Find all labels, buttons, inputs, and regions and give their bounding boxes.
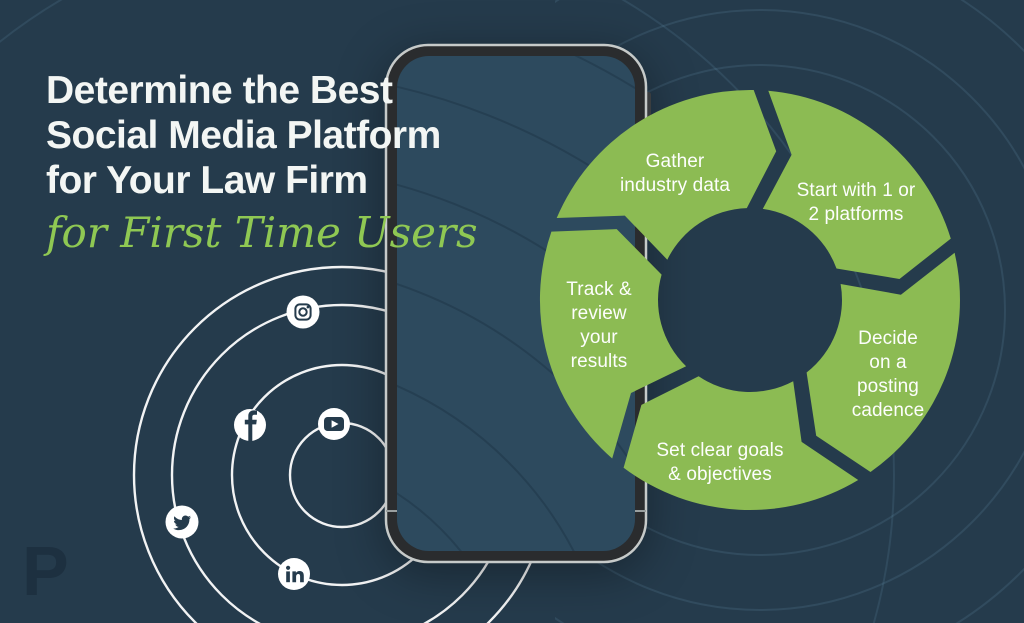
twitter-icon <box>165 505 199 539</box>
page-subtitle: for First Time Users <box>46 208 478 257</box>
step-line: Start with 1 or <box>796 180 916 201</box>
linkedin-icon <box>278 558 310 590</box>
title-line-1: Determine the Best <box>46 69 393 112</box>
cycle-step-label-track: Track & review your results <box>566 278 631 374</box>
ripple-arcs <box>555 0 1024 623</box>
cycle-segment-decide <box>806 252 960 472</box>
title-line-3: for Your Law Firm <box>46 159 368 202</box>
step-line: posting <box>857 376 919 397</box>
step-line: results <box>570 351 628 372</box>
cycle-segment-gather <box>556 89 777 260</box>
step-line: Set clear goals <box>656 440 784 461</box>
phone-screen <box>397 56 635 551</box>
step-line: review <box>571 303 627 324</box>
youtube-icon <box>318 408 350 440</box>
step-line: industry data <box>619 175 731 196</box>
page-title: Determine the Best Social Media Platform… <box>46 68 606 258</box>
cycle-step-label-decide: Decide on a posting cadence <box>852 327 925 423</box>
step-line: Decide <box>858 328 918 349</box>
step-line: & objectives <box>668 464 772 485</box>
cycle-step-label-gather: Gather industry data <box>620 150 730 198</box>
step-line: 2 platforms <box>808 204 904 225</box>
step-line: on a <box>869 352 907 373</box>
facebook-icon <box>234 409 266 441</box>
cycle-step-label-goals: Set clear goals & objectives <box>656 439 783 487</box>
p-logo-watermark: P <box>22 532 69 610</box>
step-line: Track & <box>566 279 632 300</box>
cycle-segment-goals <box>623 376 859 511</box>
title-line-2: Social Media Platform <box>46 114 441 157</box>
cycle-segment-start <box>762 90 951 279</box>
step-line: Gather <box>645 151 705 172</box>
step-line: your <box>580 327 618 348</box>
cycle-segment-track <box>539 229 687 459</box>
cycle-step-label-start: Start with 1 or 2 platforms <box>797 179 916 227</box>
step-line: cadence <box>851 400 925 421</box>
corner-ripple-arc <box>0 0 895 623</box>
instagram-icon <box>286 295 320 329</box>
